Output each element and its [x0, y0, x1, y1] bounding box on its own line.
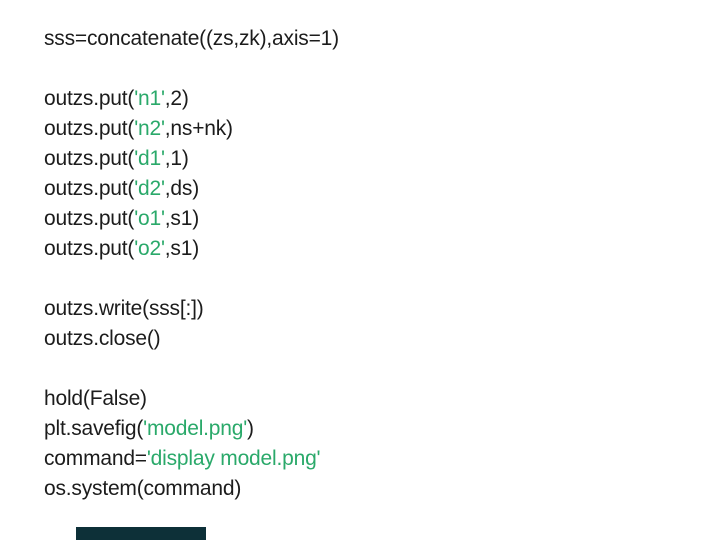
code-text-segment: outzs.put(	[44, 117, 135, 140]
code-text-segment: ,2)	[164, 87, 189, 110]
code-text-segment: ,ns+nk)	[164, 117, 233, 140]
blank-line	[44, 54, 339, 84]
code-string-segment: 'o1'	[134, 207, 165, 230]
code-line: hold(False)	[44, 384, 339, 414]
code-block: sss=concatenate((zs,zk),axis=1) outzs.pu…	[44, 24, 339, 504]
code-text-segment: ,ds)	[164, 177, 200, 200]
code-line: outzs.put('n1',2)	[44, 84, 339, 114]
code-line: os.system(command)	[44, 474, 339, 504]
code-string-segment: 'display model.png'	[146, 447, 321, 470]
code-text-segment: command=	[44, 447, 147, 470]
code-text-segment: ,s1)	[164, 237, 200, 260]
code-string-segment: 'model.png'	[143, 417, 248, 440]
blank-line	[44, 354, 339, 384]
code-line: outzs.put('d1',1)	[44, 144, 339, 174]
code-line: outzs.put('o2',s1)	[44, 234, 339, 264]
code-line: outzs.put('d2',ds)	[44, 174, 339, 204]
code-text-segment: outzs.put(	[44, 147, 135, 170]
code-text-segment: os.system(command)	[44, 477, 242, 500]
code-string-segment: 'd2'	[134, 177, 165, 200]
code-line: command='display model.png'	[44, 444, 339, 474]
code-text-segment: hold(False)	[44, 387, 147, 410]
code-text-segment: outzs.put(	[44, 207, 135, 230]
code-text-segment: sss=concatenate((zs,zk),axis=1)	[44, 27, 339, 50]
bottom-dark-bar	[76, 527, 206, 540]
code-line: outzs.put('o1',s1)	[44, 204, 339, 234]
code-line: outzs.write(sss[:])	[44, 294, 339, 324]
code-string-segment: 'o2'	[134, 237, 165, 260]
code-text-segment: )	[247, 417, 254, 440]
code-string-segment: 'n1'	[134, 87, 165, 110]
code-text-segment: outzs.put(	[44, 237, 135, 260]
code-text-segment: ,s1)	[164, 207, 200, 230]
code-line: sss=concatenate((zs,zk),axis=1)	[44, 24, 339, 54]
code-text-segment: ,1)	[164, 147, 189, 170]
code-text-segment: outzs.put(	[44, 87, 135, 110]
code-line: outzs.put('n2',ns+nk)	[44, 114, 339, 144]
code-text-segment: plt.savefig(	[44, 417, 144, 440]
code-string-segment: 'd1'	[134, 147, 165, 170]
code-text-segment: outzs.put(	[44, 177, 135, 200]
code-text-segment: outzs.close()	[44, 327, 161, 350]
code-text-segment: outzs.write(sss[:])	[44, 297, 204, 320]
code-string-segment: 'n2'	[134, 117, 165, 140]
code-line: plt.savefig('model.png')	[44, 414, 339, 444]
blank-line	[44, 264, 339, 294]
code-line: outzs.close()	[44, 324, 339, 354]
